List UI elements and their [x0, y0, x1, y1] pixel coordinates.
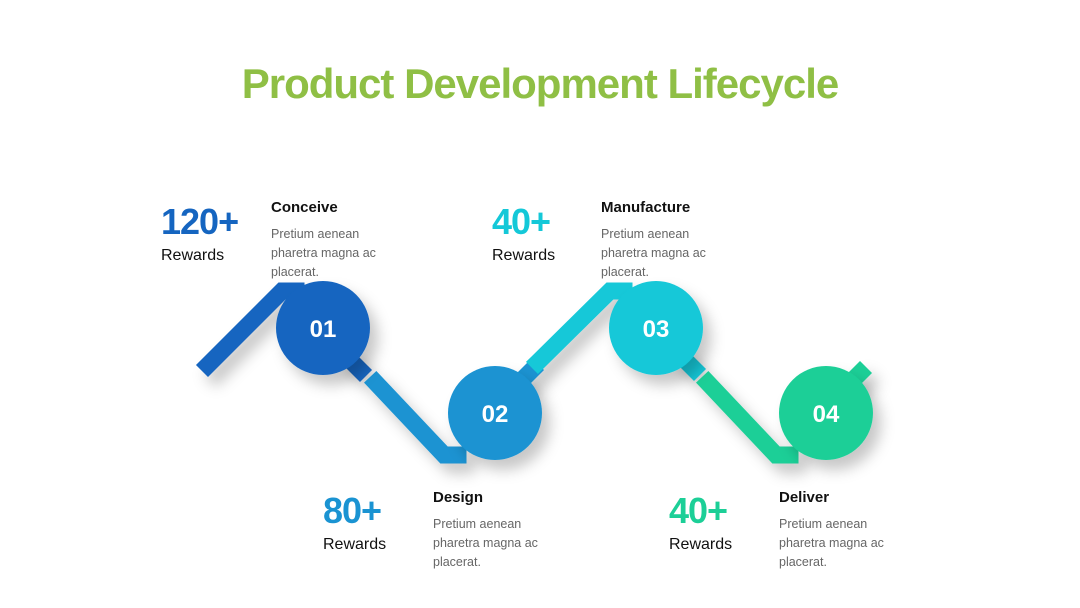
connector-segment-3: [525, 282, 633, 375]
step-heading: Conceive: [271, 199, 338, 216]
step-text-2: Design Pretium aenean pharetra magna ac …: [433, 489, 563, 572]
step-description: Pretium aenean pharetra magna ac placera…: [601, 227, 706, 279]
step-number-4: 04: [813, 401, 840, 428]
step-node-3: [609, 281, 703, 375]
step-node-1: [276, 281, 370, 375]
stat-value: 80+: [323, 490, 382, 531]
step-text-1: Conceive Pretium aenean pharetra magna a…: [271, 199, 401, 282]
connector-segment-4: [695, 370, 799, 464]
stat-value: 120+: [161, 201, 239, 242]
stat-block-1: 120+ Rewards: [161, 203, 271, 265]
stat-value: 40+: [669, 490, 728, 531]
step-number-1: 01: [310, 316, 337, 343]
page-title: Product Development Lifecycle: [241, 60, 840, 107]
step-description: Pretium aenean pharetra magna ac placera…: [779, 517, 884, 569]
step-node-2: [448, 366, 542, 460]
step-text-4: Deliver Pretium aenean pharetra magna ac…: [779, 489, 909, 572]
stat-label: Rewards: [161, 247, 225, 264]
stat-block-2: 80+ Rewards: [323, 492, 433, 554]
connector-segment-2: [363, 370, 467, 464]
step-heading: Deliver: [779, 489, 830, 506]
stat-block-4: 40+ Rewards: [669, 492, 779, 554]
stat-value: 40+: [492, 201, 551, 242]
step-heading: Manufacture: [601, 199, 691, 216]
step-number-2: 02: [482, 401, 509, 428]
step-description: Pretium aenean pharetra magna ac placera…: [271, 227, 376, 279]
step-node-4: [779, 366, 873, 460]
connector-segment-1: [195, 282, 305, 378]
step-heading: Design: [433, 489, 484, 506]
step-text-3: Manufacture Pretium aenean pharetra magn…: [601, 199, 731, 282]
stat-label: Rewards: [492, 247, 556, 264]
stat-label: Rewards: [669, 536, 733, 553]
step-number-3: 03: [643, 316, 670, 343]
stat-label: Rewards: [323, 536, 387, 553]
stat-block-3: 40+ Rewards: [492, 203, 602, 265]
step-description: Pretium aenean pharetra magna ac placera…: [433, 517, 538, 569]
